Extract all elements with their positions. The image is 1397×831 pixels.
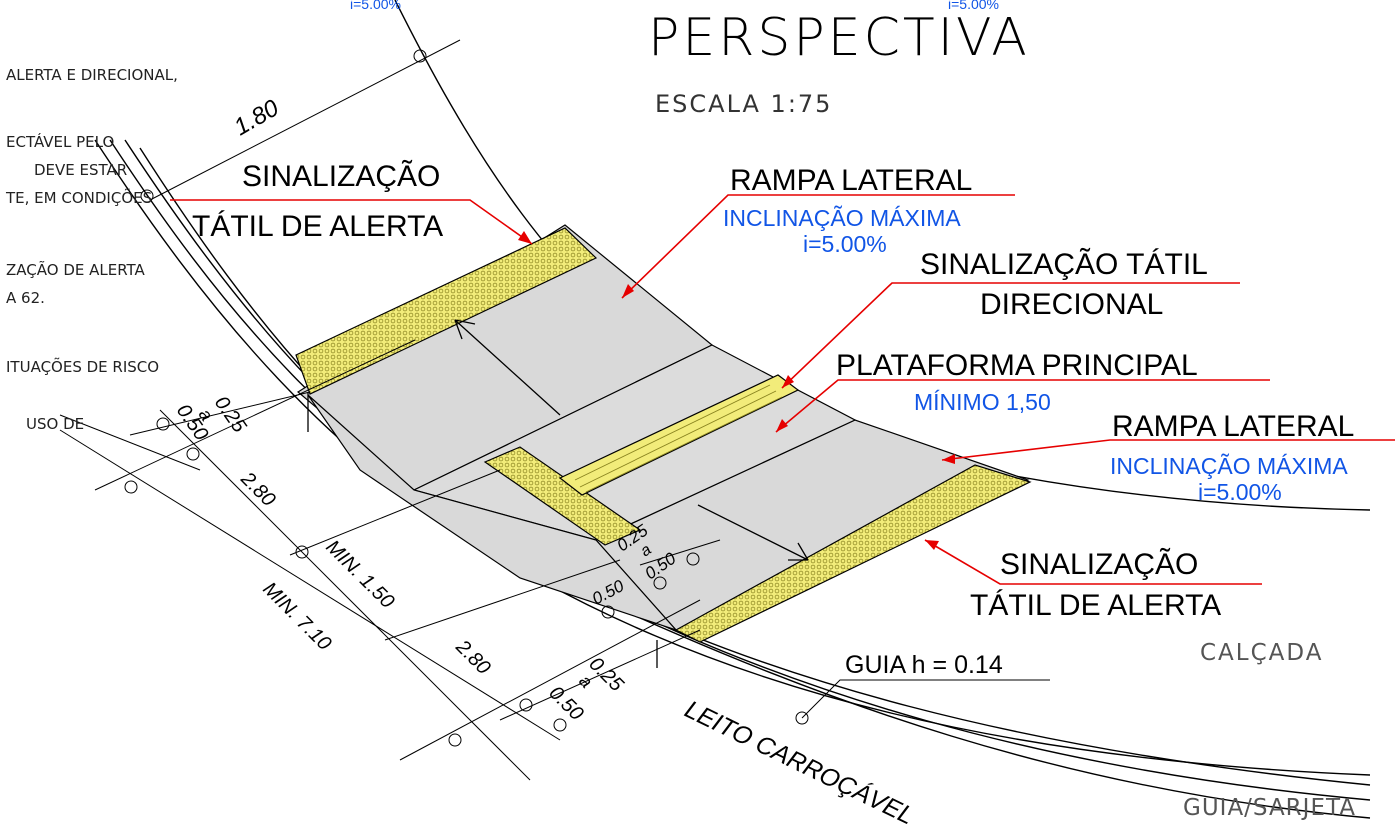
arrow-down-right [697, 504, 809, 561]
plataforma-label: PLATAFORMA PRINCIPAL [836, 349, 1198, 382]
title-perspectiva: PERSPECTIVA [648, 8, 1030, 68]
dim-min-150: MIN. 1.50 [321, 536, 398, 613]
dim-line-a [129, 391, 311, 436]
rampa-top-sub2: i=5.00% [803, 231, 887, 257]
leader-lines [170, 194, 1395, 585]
dim-line-d [384, 559, 621, 641]
top-fragment-left: i=5.00% [350, 0, 401, 12]
direcional-bars [574, 384, 783, 493]
dim-line-g [639, 539, 721, 566]
rampa-right-sub1: INCLINAÇÃO MÁXIMA [1110, 453, 1348, 479]
dim-top: 1.80 [230, 94, 285, 141]
direcional-line1: SINALIZAÇÃO TÁTIL [920, 247, 1208, 281]
dim-min-710: MIN. 7.10 [258, 578, 335, 655]
dim-ext-1 [59, 414, 201, 471]
dim-line-f [499, 629, 701, 721]
note-line-6: A 62. [6, 289, 45, 307]
note-line-4: TE, EM CONDIÇÕES [5, 188, 152, 207]
dimension-lines [59, 39, 721, 781]
dim-280-lower: 2.80 [451, 635, 495, 679]
tactile-alerta-top [295, 227, 598, 395]
leader-guia [801, 679, 1050, 719]
direcional-line2: DIRECIONAL [980, 288, 1163, 321]
dim-line-b [94, 339, 416, 491]
dim-line-top [149, 39, 461, 201]
tactile-alerta-mid [483, 446, 642, 546]
dimension-ticks [124, 49, 809, 747]
rampa-top-label: RAMPA LATERAL [730, 164, 972, 197]
alerta-left-line1: SINALIZAÇÃO [242, 159, 440, 193]
note-line-1: ALERTA E DIRECIONAL, [6, 66, 178, 84]
alerta-left-line2: TÁTIL DE ALERTA [192, 210, 443, 243]
leader-direcional [781, 282, 1240, 389]
notes-block: ALERTA E DIRECIONAL, ECTÁVEL PELO DEVE E… [5, 66, 178, 433]
note-line-2: ECTÁVEL PELO [6, 132, 114, 151]
tactile-strips [295, 227, 1032, 643]
title-escala: ESCALA 1:75 [655, 90, 832, 118]
top-fragment-right: i=5.00% [948, 0, 999, 12]
leader-rampa-right [941, 439, 1395, 461]
dim-280-upper: 2.80 [236, 467, 280, 511]
note-line-8: USO DE [26, 415, 84, 433]
leader-arrowheads [518, 231, 955, 550]
slope-arrows [307, 319, 809, 668]
tactile-direcional [558, 374, 800, 496]
leader-alerta-left [170, 199, 533, 245]
dim-line-e [399, 599, 701, 761]
rampa-top-sub1: INCLINAÇÃO MÁXIMA [723, 205, 961, 231]
guia-sarjeta-label: GUIA/SARJETA [1183, 795, 1356, 821]
alerta-right-line1: SINALIZAÇÃO [1000, 547, 1198, 581]
guia-label: GUIA h = 0.14 [845, 651, 1003, 679]
note-line-7: ITUAÇÕES DE RISCO [6, 357, 159, 376]
leito-label: LEITO CARROÇÁVEL [680, 694, 918, 830]
dim-line-c [289, 469, 501, 556]
arrow-up-left [454, 319, 561, 416]
dim-bottom-b: a [575, 671, 596, 692]
leader-rampa-top [621, 194, 1015, 299]
alerta-right-line2: TÁTIL DE ALERTA [970, 589, 1221, 622]
dim-ext-3 [159, 409, 531, 781]
note-line-3: DEVE ESTAR [34, 161, 127, 179]
leader-plataforma [775, 379, 1270, 433]
calcada-label: CALÇADA [1200, 640, 1323, 666]
dim-ext-2 [59, 429, 561, 741]
rampa-right-sub2: i=5.00% [1198, 479, 1282, 505]
note-line-5: ZAÇÃO DE ALERTA [6, 260, 146, 279]
tactile-alerta-bottom [674, 464, 1032, 643]
leader-alerta-right [924, 539, 1262, 585]
rampa-right-label: RAMPA LATERAL [1112, 410, 1354, 443]
plataforma-sub: MÍNIMO 1,50 [914, 389, 1051, 415]
